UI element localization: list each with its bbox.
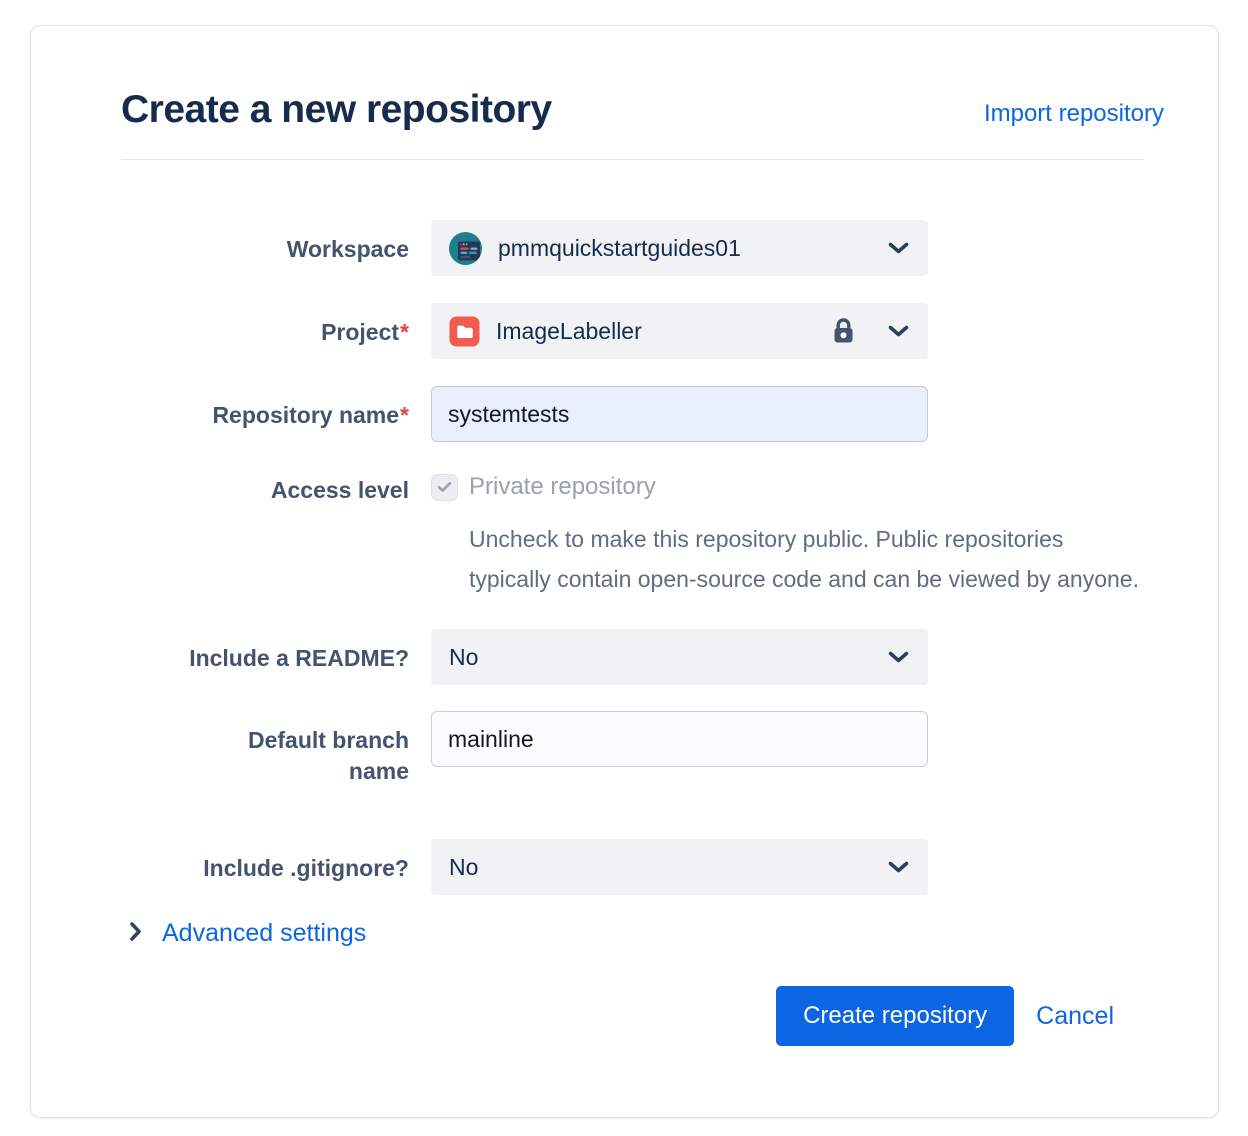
access-level-label: Access level [270, 477, 409, 503]
chevron-down-icon [887, 241, 910, 256]
import-repository-link[interactable]: Import repository [983, 100, 1164, 127]
lock-icon [830, 316, 857, 346]
required-asterisk: * [400, 319, 409, 345]
chevron-right-icon [129, 921, 142, 947]
default-branch-row: Default branch name [121, 711, 1166, 787]
required-asterisk: * [400, 402, 409, 428]
create-repository-button[interactable]: Create repository [776, 986, 1015, 1047]
project-row: Project* ImageLabeller [121, 303, 1166, 359]
include-readme-select[interactable]: No [431, 629, 928, 685]
access-level-row: Access level Private repository Uncheck … [121, 473, 1166, 599]
dialog-header: Create a new repository Import repositor… [121, 88, 1166, 132]
include-readme-value: No [449, 643, 479, 670]
project-select[interactable]: ImageLabeller [431, 303, 928, 359]
workspace-value: pmmquickstartguides01 [498, 234, 741, 261]
include-gitignore-row: Include .gitignore? No [121, 839, 1166, 896]
include-readme-label: Include a README? [189, 645, 409, 671]
chevron-down-icon [887, 324, 910, 339]
workspace-label: Workspace [286, 236, 409, 262]
cancel-button[interactable]: Cancel [1036, 1001, 1114, 1030]
chevron-down-icon [887, 860, 910, 875]
project-label: Project* [321, 319, 409, 345]
private-repository-checkbox[interactable] [431, 473, 458, 501]
create-repository-dialog: Create a new repository Import repositor… [30, 25, 1219, 1118]
folder-icon [449, 316, 480, 347]
workspace-avatar [449, 231, 482, 265]
include-readme-row: Include a README? No [121, 629, 1166, 685]
project-value: ImageLabeller [496, 317, 642, 344]
private-repository-label: Private repository [469, 473, 656, 500]
repository-name-input[interactable] [431, 386, 928, 442]
workspace-row: Workspace [121, 220, 1166, 276]
default-branch-input[interactable] [431, 711, 928, 767]
actions-row: Create repository Cancel [121, 986, 1114, 1047]
advanced-settings-label: Advanced settings [162, 919, 367, 948]
advanced-settings-toggle[interactable]: Advanced settings [129, 919, 1166, 948]
chevron-down-icon [887, 650, 910, 665]
default-branch-label: Default branch name [247, 727, 409, 785]
workspace-select[interactable]: pmmquickstartguides01 [431, 220, 928, 276]
check-icon [437, 481, 452, 492]
page-title: Create a new repository [121, 88, 552, 131]
include-gitignore-value: No [449, 853, 479, 880]
repository-name-label: Repository name* [212, 402, 409, 428]
include-gitignore-label: Include .gitignore? [203, 855, 409, 882]
header-divider [121, 159, 1144, 160]
include-gitignore-select[interactable]: No [431, 839, 928, 896]
repository-name-row: Repository name* [121, 386, 1166, 442]
access-level-help-text: Uncheck to make this repository public. … [469, 526, 1139, 592]
